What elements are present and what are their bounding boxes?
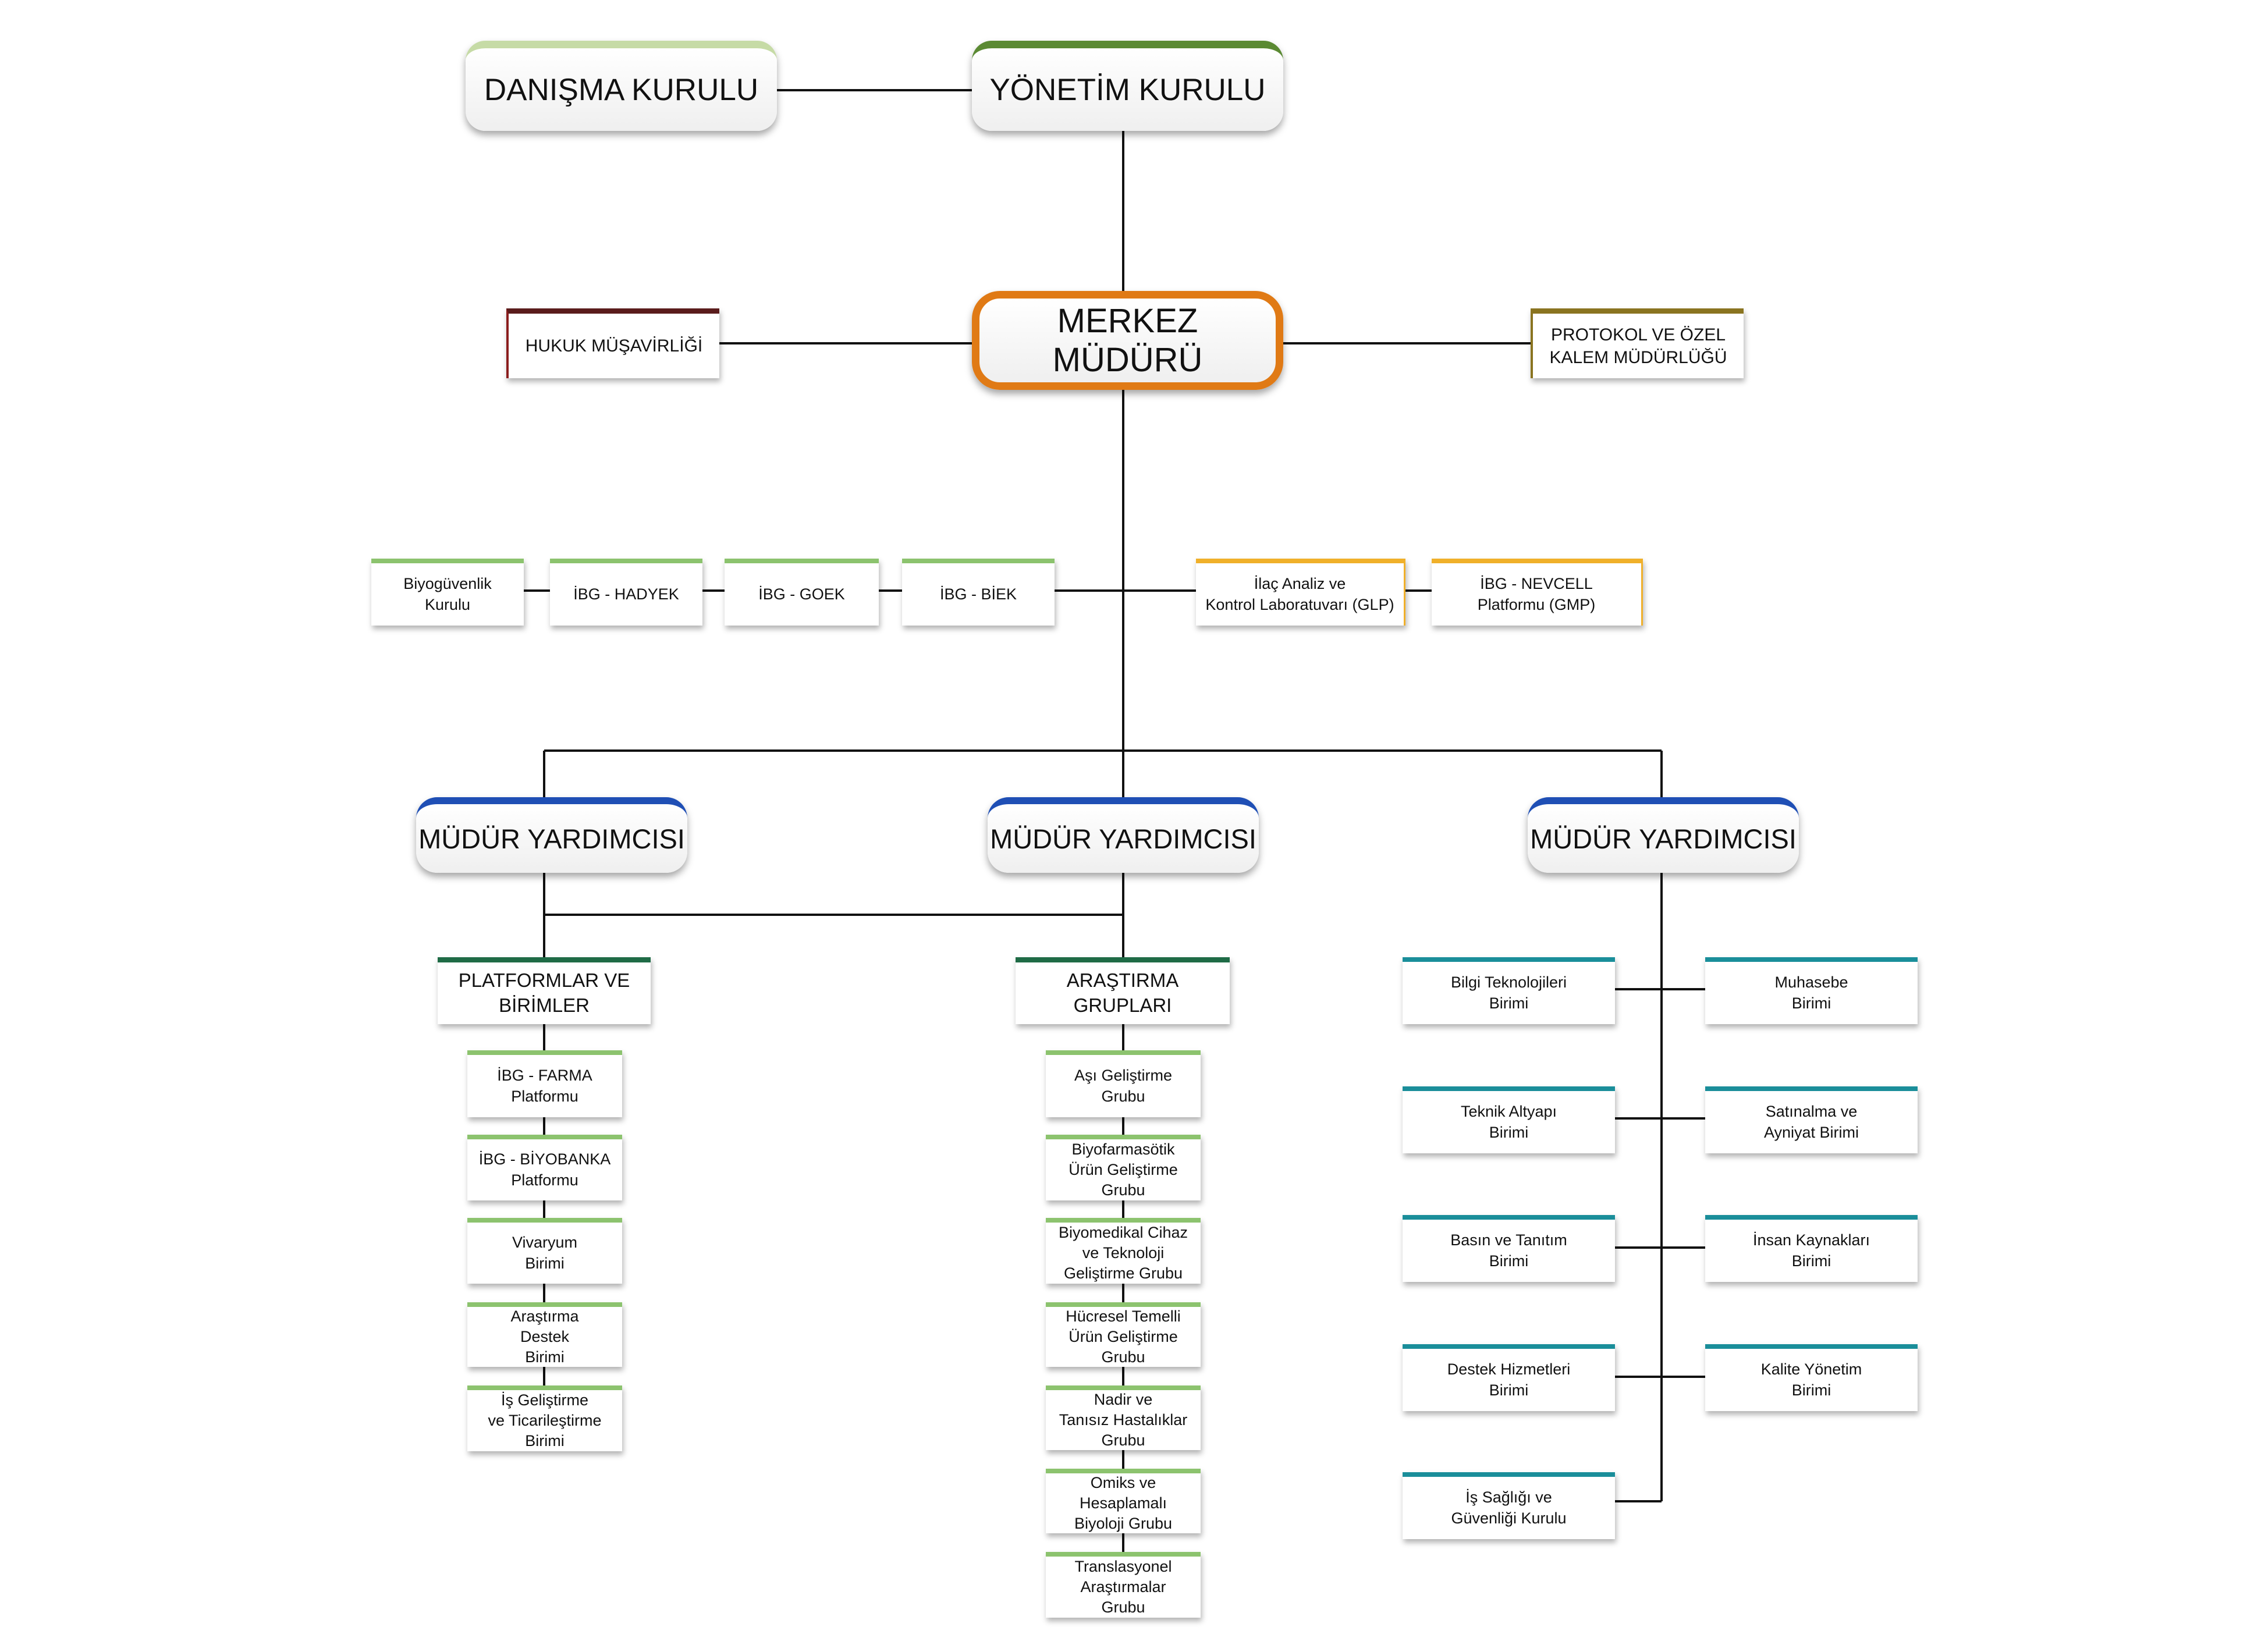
admin-unit-label: İnsan Kaynakları Birimi xyxy=(1752,1231,1870,1270)
advisory-board-box: DANIŞMA KURULU xyxy=(466,41,777,131)
admin-unit-item: Basın ve Tanıtım Birimi xyxy=(1403,1215,1615,1282)
unit-goek-label: İBG - GOEK xyxy=(758,585,845,603)
deputy-director-3-box: MÜDÜR YARDIMCISI xyxy=(1528,797,1799,873)
unit-hadyek-label: İBG - HADYEK xyxy=(573,585,679,603)
deputy-director-3-label: MÜDÜR YARDIMCISI xyxy=(1530,823,1797,854)
deputy-director-1-box: MÜDÜR YARDIMCISI xyxy=(416,797,687,873)
unit-biosafety-box: Biyogüvenlik Kurulu xyxy=(371,559,524,626)
admin-unit-label: Muhasebe Birimi xyxy=(1774,974,1848,1012)
admin-unit-item: İş Sağlığı ve Güvenliği Kurulu xyxy=(1403,1472,1615,1539)
admin-unit-label: Basın ve Tanıtım Birimi xyxy=(1450,1231,1567,1270)
platform-item-label: İBG - FARMA Platformu xyxy=(497,1067,592,1105)
advisory-board-label: DANIŞMA KURULU xyxy=(484,72,759,107)
admin-unit-label: Bilgi Teknolojileri Birimi xyxy=(1450,974,1567,1012)
legal-counsel-box: HUKUK MÜŞAVİRLİĞİ xyxy=(506,308,719,378)
platform-item: İş Geliştirme ve Ticarileştirme Birimi xyxy=(467,1385,622,1451)
admin-unit-label: Teknik Altyapı Birimi xyxy=(1460,1103,1557,1141)
research-group-label: Biyofarmasötik Ürün Geliştirme Grubu xyxy=(1069,1140,1178,1199)
deputy-director-2-label: MÜDÜR YARDIMCISI xyxy=(990,823,1256,854)
unit-glp-lab-box: İlaç Analiz ve Kontrol Laboratuvarı (GLP… xyxy=(1196,559,1405,626)
admin-unit-item: İnsan Kaynakları Birimi xyxy=(1705,1215,1918,1282)
unit-nevcell-label: İBG - NEVCELL Platformu (GMP) xyxy=(1477,575,1596,613)
research-group-label: Hücresel Temelli Ürün Geliştirme Grubu xyxy=(1066,1307,1181,1366)
platforms-header-box: PLATFORMLAR VE BİRİMLER xyxy=(438,957,651,1024)
admin-unit-item: Muhasebe Birimi xyxy=(1705,957,1918,1024)
platform-item: İBG - BİYOBANKA Platformu xyxy=(467,1135,622,1200)
research-group-item: Aşı Geliştirme Grubu xyxy=(1046,1050,1201,1117)
platform-item: Araştırma Destek Birimi xyxy=(467,1302,622,1367)
unit-goek-box: İBG - GOEK xyxy=(725,559,879,626)
center-director-label: MERKEZ MÜDÜRÜ xyxy=(1052,302,1203,379)
unit-nevcell-box: İBG - NEVCELL Platformu (GMP) xyxy=(1432,559,1643,626)
legal-counsel-label: HUKUK MÜŞAVİRLİĞİ xyxy=(525,336,703,356)
board-of-directors-box: YÖNETİM KURULU xyxy=(972,41,1283,131)
platform-item-label: Vivaryum Birimi xyxy=(512,1234,578,1272)
research-group-item: Nadir ve Tanısız Hastalıklar Grubu xyxy=(1046,1385,1201,1450)
admin-unit-label: İş Sağlığı ve Güvenliği Kurulu xyxy=(1451,1488,1567,1527)
unit-hadyek-box: İBG - HADYEK xyxy=(550,559,702,626)
platform-item: İBG - FARMA Platformu xyxy=(467,1050,622,1117)
research-group-item: Biyomedikal Cihaz ve Teknoloji Geliştirm… xyxy=(1046,1218,1201,1284)
protocol-office-label: PROTOKOL VE ÖZEL KALEM MÜDÜRLÜĞÜ xyxy=(1549,325,1727,367)
board-of-directors-label: YÖNETİM KURULU xyxy=(989,72,1266,107)
platforms-header-label: PLATFORMLAR VE BİRİMLER xyxy=(458,969,630,1016)
admin-unit-label: Satınalma ve Ayniyat Birimi xyxy=(1763,1103,1859,1141)
research-group-label: Nadir ve Tanısız Hastalıklar Grubu xyxy=(1059,1390,1188,1450)
research-group-label: Translasyonel Araştırmalar Grubu xyxy=(1074,1557,1172,1617)
platform-item-label: İBG - BİYOBANKA Platformu xyxy=(478,1150,611,1189)
research-group-label: Biyomedikal Cihaz ve Teknoloji Geliştirm… xyxy=(1058,1223,1188,1282)
admin-unit-item: Destek Hizmetleri Birimi xyxy=(1403,1344,1615,1411)
research-group-item: Biyofarmasötik Ürün Geliştirme Grubu xyxy=(1046,1135,1201,1200)
unit-biosafety-label: Biyogüvenlik Kurulu xyxy=(403,575,492,613)
research-groups-header-label: ARAŞTIRMA GRUPLARI xyxy=(1066,969,1179,1016)
deputy-director-1-label: MÜDÜR YARDIMCISI xyxy=(418,823,685,854)
admin-unit-item: Kalite Yönetim Birimi xyxy=(1705,1344,1918,1411)
protocol-office-box: PROTOKOL VE ÖZEL KALEM MÜDÜRLÜĞÜ xyxy=(1531,308,1744,378)
admin-unit-label: Destek Hizmetleri Birimi xyxy=(1447,1360,1571,1399)
platform-item-label: Araştırma Destek Birimi xyxy=(510,1307,579,1366)
platform-item: Vivaryum Birimi xyxy=(467,1218,622,1284)
deputy-director-2-box: MÜDÜR YARDIMCISI xyxy=(988,797,1259,873)
admin-unit-item: Satınalma ve Ayniyat Birimi xyxy=(1705,1086,1918,1153)
admin-unit-item: Teknik Altyapı Birimi xyxy=(1403,1086,1615,1153)
center-director-box: MERKEZ MÜDÜRÜ xyxy=(972,291,1283,390)
research-group-label: Aşı Geliştirme Grubu xyxy=(1074,1067,1173,1105)
admin-unit-item: Bilgi Teknolojileri Birimi xyxy=(1403,957,1615,1024)
research-group-item: Omiks ve Hesaplamalı Biyoloji Grubu xyxy=(1046,1469,1201,1533)
unit-glp-lab-label: İlaç Analiz ve Kontrol Laboratuvarı (GLP… xyxy=(1205,575,1394,613)
platform-item-label: İş Geliştirme ve Ticarileştirme Birimi xyxy=(488,1391,602,1450)
research-group-item: Hücresel Temelli Ürün Geliştirme Grubu xyxy=(1046,1302,1201,1367)
admin-unit-label: Kalite Yönetim Birimi xyxy=(1760,1360,1862,1399)
research-groups-header-box: ARAŞTIRMA GRUPLARI xyxy=(1016,957,1230,1024)
research-group-item: Translasyonel Araştırmalar Grubu xyxy=(1046,1552,1201,1618)
research-group-label: Omiks ve Hesaplamalı Biyoloji Grubu xyxy=(1074,1473,1173,1533)
unit-biek-label: İBG - BİEK xyxy=(939,585,1017,603)
unit-biek-box: İBG - BİEK xyxy=(902,559,1055,626)
